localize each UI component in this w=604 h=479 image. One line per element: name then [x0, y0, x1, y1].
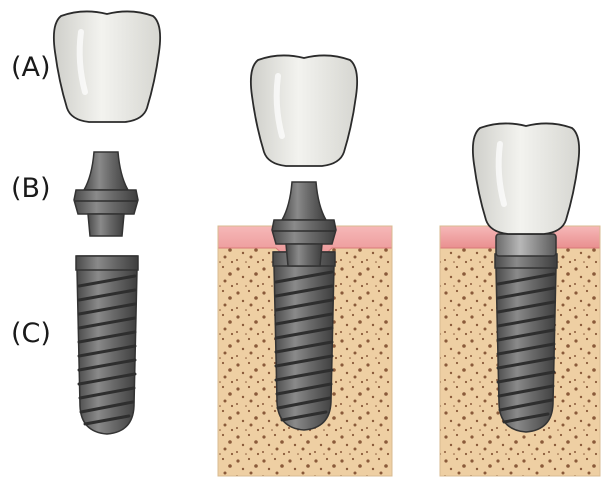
label-c: (C)	[11, 320, 51, 347]
implant-placed-right	[495, 254, 557, 432]
crown-right	[473, 123, 579, 234]
middle-panel	[218, 55, 392, 476]
implant-placed-middle	[273, 252, 335, 430]
label-a: (A)	[11, 54, 51, 81]
crown-middle	[251, 55, 357, 166]
implant-c	[76, 256, 138, 434]
crown-a	[54, 11, 160, 122]
crown-collar-right	[496, 234, 556, 256]
label-b: (B)	[11, 175, 51, 202]
abutment-b	[74, 152, 138, 236]
right-panel	[440, 123, 600, 476]
